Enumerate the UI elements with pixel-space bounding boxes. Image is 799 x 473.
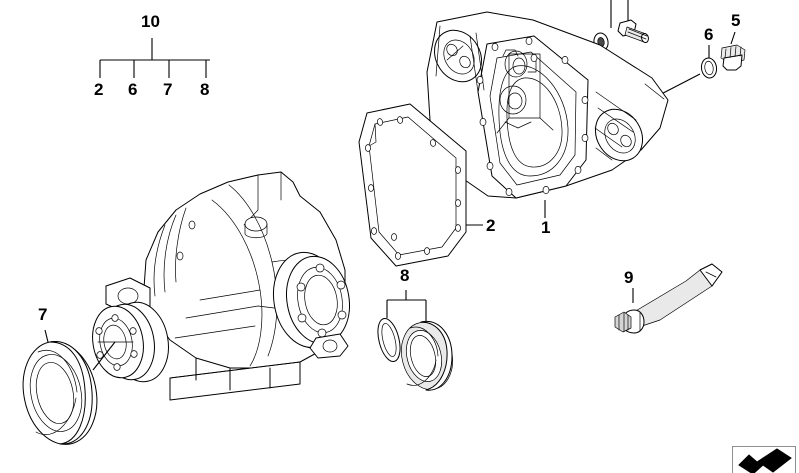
callout-label-8: 8	[400, 266, 410, 285]
part-5-hex-nut	[720, 31, 746, 71]
chevron-arrow-icon	[738, 448, 792, 473]
callout-label-2-group: 2	[94, 80, 104, 99]
callout-label-9: 9	[624, 268, 634, 287]
group-bracket-10	[99, 38, 210, 78]
callout-label-2: 2	[486, 216, 496, 235]
callout-label-8-group: 8	[200, 80, 210, 99]
callout-label-6: 6	[704, 25, 714, 44]
part-7-output-shaft-seal	[22, 329, 116, 445]
part-2-cover-gasket	[358, 103, 483, 267]
manufacturer-logo	[732, 446, 796, 473]
callout-label-5: 5	[731, 11, 741, 30]
callout-label-7-group: 7	[163, 80, 173, 99]
callout-label-6-group: 6	[128, 80, 138, 99]
callout-label-1: 1	[541, 218, 551, 237]
part-differential-housing	[92, 171, 350, 401]
part-8-shaft-seal-kit	[377, 290, 453, 391]
part-9-sealant-tube	[614, 263, 723, 334]
part-1-differential-cover	[426, 11, 669, 218]
callout-label-10: 10	[141, 12, 160, 31]
callout-label-7: 7	[38, 305, 48, 324]
